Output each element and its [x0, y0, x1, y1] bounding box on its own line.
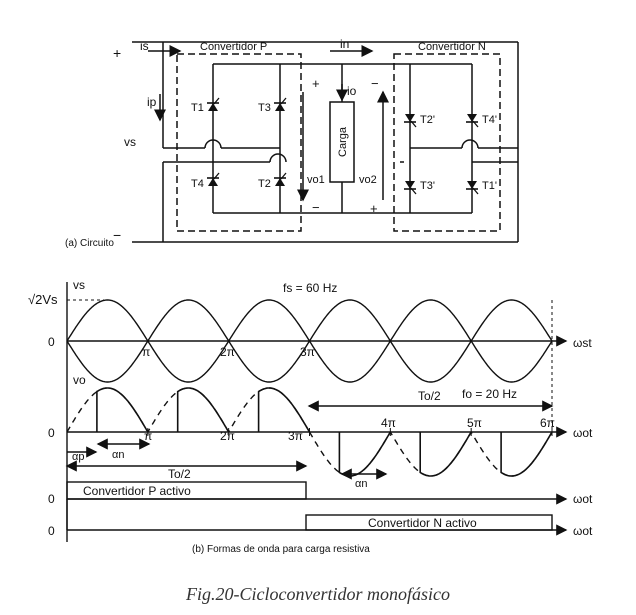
vo1-label: vo1 — [307, 174, 325, 186]
converter-p-active-block — [66, 481, 307, 500]
vo-tick-pi: π — [144, 429, 152, 443]
in-label: in — [340, 37, 349, 51]
zero-label-n: 0 — [48, 524, 55, 538]
source-minus: − — [113, 227, 121, 243]
zero-label-p: 0 — [48, 492, 55, 506]
t3-label: T3 — [258, 102, 271, 114]
t4p-label: T4' — [482, 114, 497, 126]
is-label: is — [140, 39, 149, 53]
top-tick-2pi: 2π — [220, 345, 235, 359]
circuit-caption: (a) Circuito — [65, 238, 114, 249]
vo-tick-5pi: 5π — [467, 416, 482, 430]
vo1-plus: + — [312, 76, 320, 91]
waveforms — [65, 282, 568, 542]
vs-negative-wave — [66, 340, 553, 383]
ip-label: ip — [147, 95, 157, 109]
top-tick-3pi: 3π — [300, 345, 315, 359]
vo1-minus: − — [312, 200, 320, 215]
vs-label: vs — [124, 135, 136, 149]
vs-positive-wave — [66, 299, 553, 342]
vo-axis-label: vo — [73, 373, 86, 387]
fs-label: fs = 60 Hz — [283, 281, 337, 295]
vo-tick-4pi: 4π — [381, 416, 396, 430]
converter-n-active-label: Convertidor N activo — [368, 516, 477, 530]
vo2-minus: − — [371, 76, 379, 91]
source-plus: + — [113, 45, 121, 61]
t2-label: T2 — [258, 178, 271, 190]
io-label: io — [347, 84, 357, 98]
converter-p-label: Convertidor P — [200, 41, 267, 53]
wo-axis-label-2: ωot — [573, 492, 593, 506]
vs-axis-label: vs — [73, 278, 85, 292]
t4-label: T4 — [191, 178, 204, 190]
half-period-label-top: To/2 — [418, 389, 441, 403]
ws-axis-label: ωst — [573, 336, 592, 350]
converter-p-active-label: Convertidor P activo — [83, 484, 191, 498]
alpha-n-label-1: αn — [112, 449, 124, 461]
vs-peak-label: √2Vs — [28, 292, 58, 307]
top-tick-pi: π — [142, 345, 150, 359]
converter-n-active-block — [305, 514, 553, 531]
load-label: Carga — [337, 126, 349, 157]
wo-axis-label-3: ωot — [573, 524, 593, 538]
t1p-label: T1' — [482, 180, 497, 192]
vo-tick-2pi: 2π — [220, 429, 235, 443]
vo2-label: vo2 — [359, 174, 377, 186]
alpha-p-label: αp — [72, 451, 84, 463]
waveform-caption: (b) Formas de onda para carga resistiva — [192, 544, 370, 555]
figure-caption: Fig.20-Cicloconvertidor monofásico — [186, 584, 450, 604]
t2p-label: T2' — [420, 114, 435, 126]
vo2-plus: + — [370, 201, 378, 216]
wo-axis-label-1: ωot — [573, 426, 593, 440]
fo-label: fo = 20 Hz — [462, 387, 517, 401]
half-period-label-bottom: To/2 — [168, 467, 191, 481]
converter-p-box — [176, 53, 302, 232]
converter-n-label: Convertidor N — [418, 41, 486, 53]
t3p-label: T3' — [420, 180, 435, 192]
zero-label-vo: 0 — [48, 426, 55, 440]
zero-label-vs: 0 — [48, 335, 55, 349]
t1-label: T1 — [191, 102, 204, 114]
alpha-n-label-2: αn — [355, 478, 367, 490]
vo-tick-3pi: 3π — [288, 429, 303, 443]
vo-tick-6pi: 6π — [540, 416, 555, 430]
circuit-diagram — [132, 41, 519, 243]
converter-n-box — [393, 53, 501, 232]
